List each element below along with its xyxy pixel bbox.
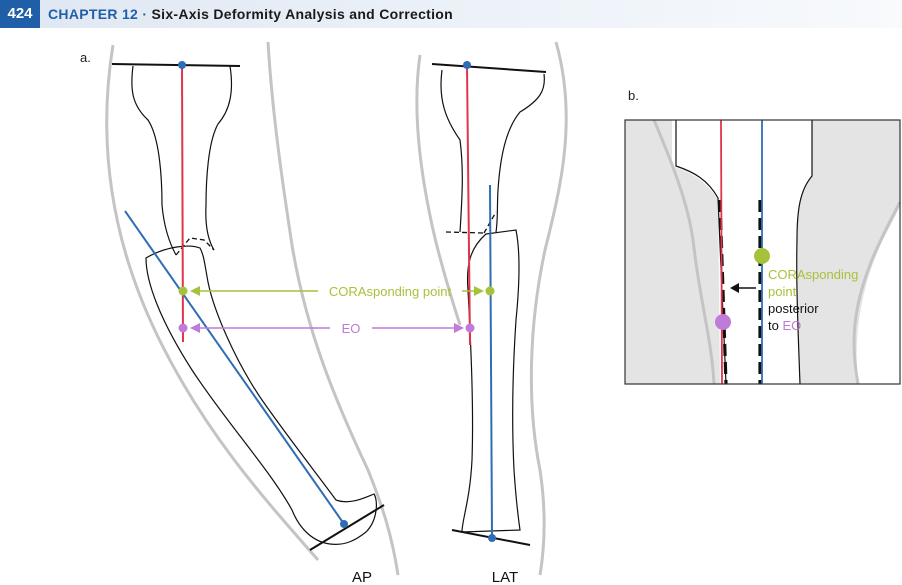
inset-dashed-edge-red bbox=[718, 199, 728, 385]
page-header: 424 CHAPTER 12 · Six-Axis Deformity Anal… bbox=[0, 0, 902, 28]
chapter-label: CHAPTER 12 bbox=[48, 6, 139, 22]
eo-arrowhead-left bbox=[190, 323, 200, 333]
cora-arrowhead-left bbox=[190, 286, 200, 296]
panel-b-label: b. bbox=[628, 88, 639, 103]
chapter-separator: · bbox=[142, 6, 148, 22]
inset-frame bbox=[624, 119, 901, 385]
inset-soft-tissue-right bbox=[852, 201, 902, 385]
eo-label: EO bbox=[342, 321, 361, 336]
lat-view-label: LAT bbox=[492, 569, 518, 585]
eo-arrowhead-right bbox=[454, 323, 464, 333]
lat-soft-tissue-left bbox=[415, 54, 462, 326]
panel-b-inset: CORAsponding point posterior to EO bbox=[624, 119, 902, 385]
ap-distal-bone bbox=[145, 245, 377, 545]
ap-distal-joint-line bbox=[309, 504, 385, 551]
ap-blue-axis bbox=[124, 210, 345, 525]
ap-bottom-point bbox=[340, 520, 348, 528]
inset-cora-point bbox=[754, 248, 770, 264]
ap-view-label: AP bbox=[352, 569, 372, 585]
inset-posterior-text: posterior bbox=[768, 301, 819, 316]
ap-proximal-bone bbox=[131, 65, 233, 256]
inset-right-tissue bbox=[856, 205, 900, 384]
inset-to-word: to bbox=[768, 318, 782, 333]
ap-red-axis bbox=[181, 64, 184, 343]
inset-red-axis bbox=[720, 119, 723, 385]
lat-soft-tissue-right bbox=[529, 41, 568, 576]
lat-top-point bbox=[463, 61, 471, 69]
lat-proximal-cut bbox=[445, 211, 497, 234]
inset-cora-text-line2: point bbox=[768, 284, 797, 299]
ap-proximal-joint-line bbox=[111, 63, 241, 67]
lat-proximal-bone bbox=[440, 69, 545, 233]
inset-eo-word: EO bbox=[782, 318, 801, 333]
ap-top-point bbox=[178, 61, 186, 69]
inset-soft-tissue-left bbox=[652, 119, 716, 385]
inset-eo-point bbox=[715, 314, 731, 330]
inset-bone-region bbox=[672, 120, 812, 384]
running-head: CHAPTER 12 · Six-Axis Deformity Analysis… bbox=[48, 0, 453, 28]
inset-posterior-arrowhead bbox=[730, 283, 739, 293]
panel-a-label: a. bbox=[80, 50, 91, 65]
lat-proximal-joint-line bbox=[431, 63, 547, 73]
lat-blue-axis bbox=[489, 184, 493, 539]
inset-cora-text-line1: CORAsponding bbox=[768, 267, 858, 282]
ap-eo-point bbox=[178, 323, 188, 333]
lat-eo-point bbox=[465, 323, 475, 333]
ap-cora-point bbox=[178, 286, 188, 296]
lat-cora-point bbox=[485, 286, 495, 296]
lat-red-axis bbox=[466, 64, 471, 346]
inset-bone-outline-left bbox=[675, 120, 727, 385]
cora-arrowhead-right bbox=[474, 286, 484, 296]
inset-to-eo-text: to EO bbox=[768, 318, 801, 333]
cora-label: CORAsponding point bbox=[329, 284, 452, 299]
lat-bottom-point bbox=[488, 534, 496, 542]
ap-soft-tissue-left bbox=[105, 44, 320, 561]
chapter-title: Six-Axis Deformity Analysis and Correcti… bbox=[151, 6, 454, 22]
inset-bone-outline-right bbox=[796, 120, 813, 385]
page-number: 424 bbox=[0, 0, 40, 28]
